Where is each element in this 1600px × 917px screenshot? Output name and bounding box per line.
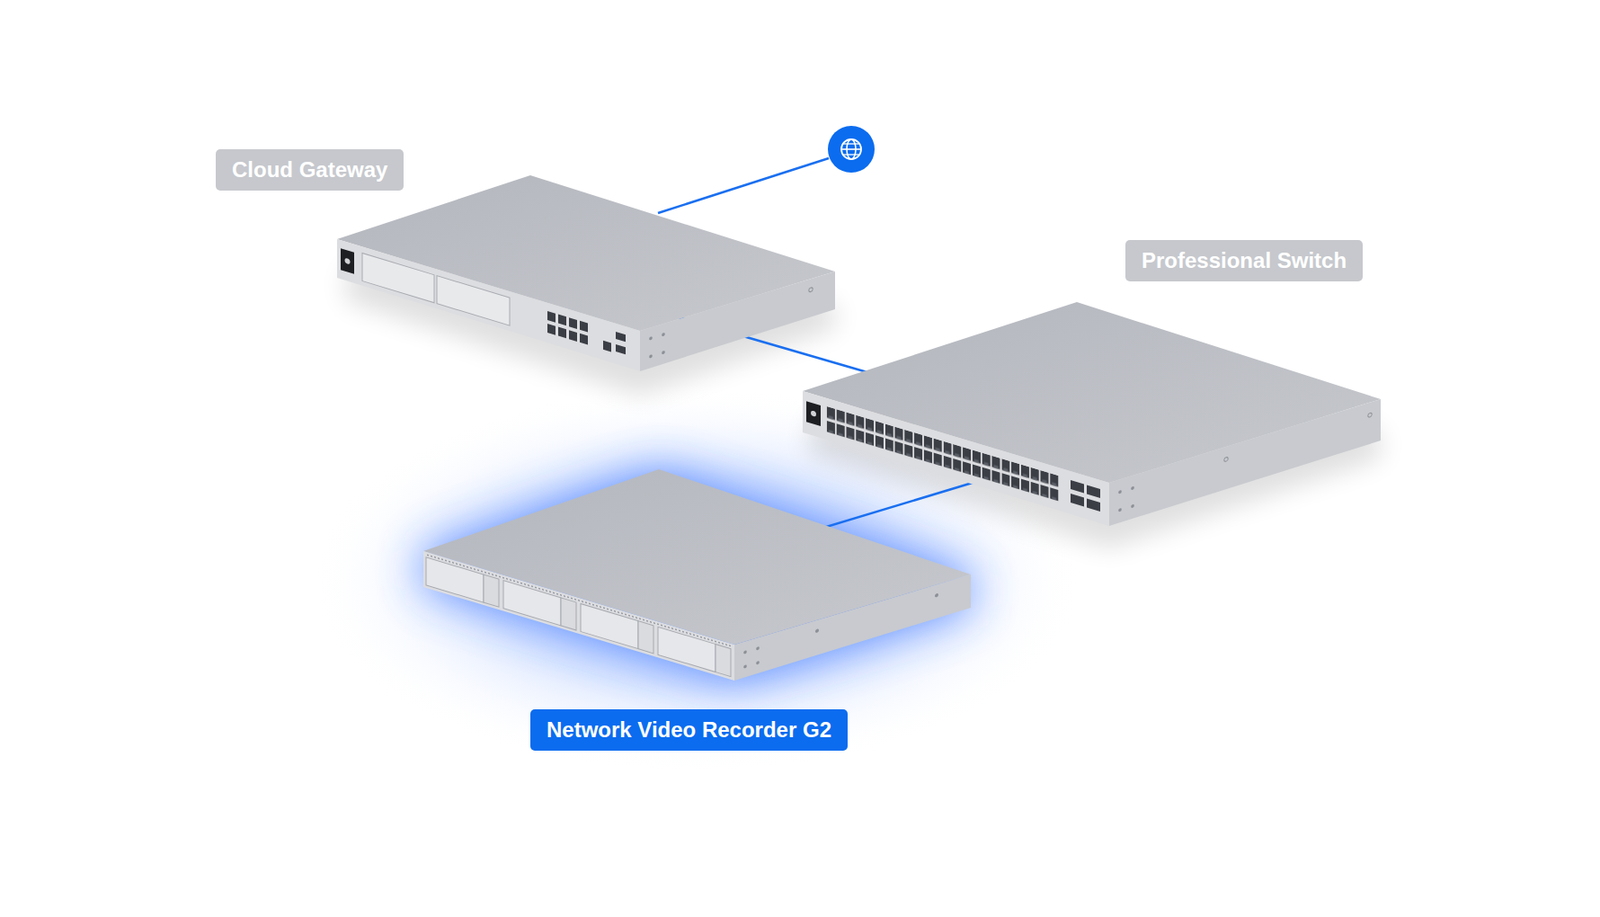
port (547, 323, 556, 336)
side-panel (1118, 412, 1372, 513)
sfp-port (615, 331, 626, 342)
globe-circle (827, 125, 875, 173)
professional-switch-device (802, 302, 1381, 526)
power-led (810, 409, 817, 418)
port (558, 314, 567, 327)
port (603, 340, 612, 353)
device-node: Professional Switch (876, 323, 1331, 468)
globe-parallel (844, 153, 860, 155)
power-button (340, 248, 355, 275)
device-side (1109, 399, 1381, 526)
port (579, 333, 588, 346)
screw (661, 350, 666, 356)
power-led (345, 257, 351, 266)
side-panel (743, 593, 939, 669)
screw (1118, 489, 1122, 495)
device-front (337, 239, 640, 372)
power-button (806, 400, 821, 427)
vent-strip (426, 554, 731, 646)
sfp-port (1070, 480, 1085, 493)
port (547, 311, 556, 323)
port-gap (883, 422, 886, 451)
drive-bay (426, 557, 484, 603)
device-label: Network Video Recorder G2 (530, 709, 848, 751)
port-gap (1000, 457, 1003, 486)
front-panel (340, 246, 626, 361)
device-node: Cloud Gateway (386, 179, 720, 306)
device-node: Network Video Recorder G2 (503, 539, 899, 648)
screw (1130, 486, 1135, 491)
device-side (640, 271, 836, 372)
glow-silhouette (423, 469, 971, 681)
screw (755, 660, 760, 666)
drive-bay (657, 626, 716, 672)
device-side (734, 574, 971, 681)
front-panel (426, 554, 731, 677)
screw (661, 332, 666, 338)
drive-bay (362, 252, 435, 303)
internet-wire (657, 158, 829, 214)
screw (648, 354, 653, 359)
device-front (802, 391, 1110, 526)
screw (743, 664, 747, 669)
drive-bay (503, 580, 561, 626)
globe-parallel (844, 142, 860, 144)
screw (815, 628, 819, 633)
screw (755, 646, 760, 651)
screw (1368, 412, 1372, 418)
device-label: Professional Switch (1125, 240, 1363, 282)
cloud-gateway-device (337, 175, 836, 372)
sfp-port (1086, 484, 1101, 498)
port-block (826, 406, 1059, 502)
bay-latch (483, 574, 499, 607)
sfp-port (1086, 497, 1101, 511)
side-panel (648, 286, 813, 358)
globe-equator (841, 148, 862, 151)
front-panel (806, 399, 1101, 516)
device-label: Cloud Gateway (215, 149, 404, 191)
screw (1118, 507, 1122, 513)
port-gap (942, 439, 944, 468)
screw (808, 286, 813, 293)
sfp-port (615, 344, 626, 355)
port (579, 320, 588, 333)
bay-latch (715, 644, 731, 677)
globe-icon (827, 125, 875, 173)
sfp-port (1070, 493, 1085, 507)
bay-latch (638, 621, 654, 654)
port (568, 317, 578, 329)
screw (1130, 504, 1135, 509)
screw (648, 336, 653, 341)
bay-latch (560, 597, 577, 631)
screw (1224, 456, 1228, 463)
drive-bay (436, 275, 510, 327)
screw (743, 649, 747, 655)
nvr-device (423, 469, 971, 681)
port (568, 329, 578, 342)
screw (934, 593, 939, 598)
drive-bay (580, 604, 639, 649)
globe-outline (841, 139, 862, 160)
device-front (423, 551, 735, 681)
port (558, 327, 567, 339)
